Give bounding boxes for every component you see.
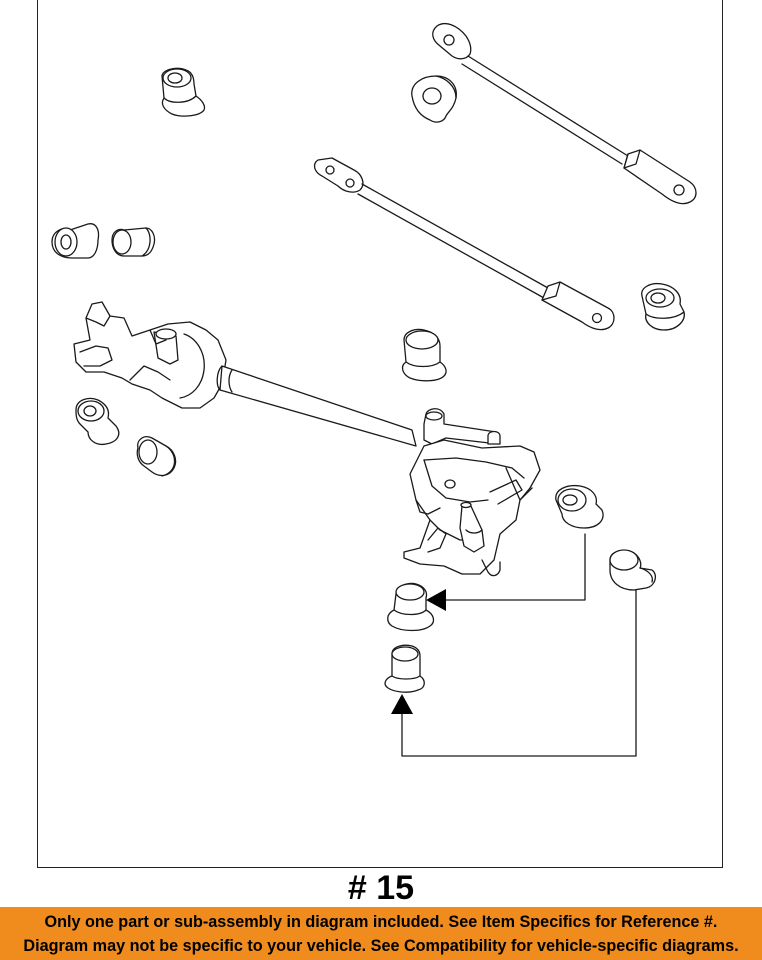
leader-line-2: [391, 589, 637, 757]
middle-link-rod: [313, 157, 615, 331]
bushing-lower-right-1: [555, 484, 604, 529]
diagram-frame: [37, 0, 723, 868]
bushing-lower-right-2: [609, 549, 657, 591]
reference-number: # 15: [347, 869, 415, 907]
bushing-lower-left-2: [136, 436, 177, 477]
disclaimer-banner: Only one part or sub-assembly in diagram…: [0, 907, 762, 960]
bushing-lower-left-1: [75, 397, 120, 446]
leader-line-1: [426, 533, 586, 611]
bushing-top-1: [161, 67, 206, 117]
bushing-bottom-2: [384, 644, 425, 693]
wiper-linkage-assembly: [73, 301, 541, 577]
bushing-bottom-1: [387, 582, 435, 632]
grommet-top-2: [411, 75, 457, 123]
disclaimer-line-1: Only one part or sub-assembly in diagram…: [44, 913, 718, 931]
bushing-left-2: [111, 227, 156, 257]
bushing-center-1: [401, 328, 447, 382]
upper-link-rod: [432, 22, 697, 205]
disclaimer-line-2: Diagram may not be specific to your vehi…: [23, 937, 739, 955]
bushing-left-1: [51, 223, 100, 259]
bushing-right-1: [641, 282, 685, 331]
wiper-linkage-diagram: [51, 22, 697, 757]
